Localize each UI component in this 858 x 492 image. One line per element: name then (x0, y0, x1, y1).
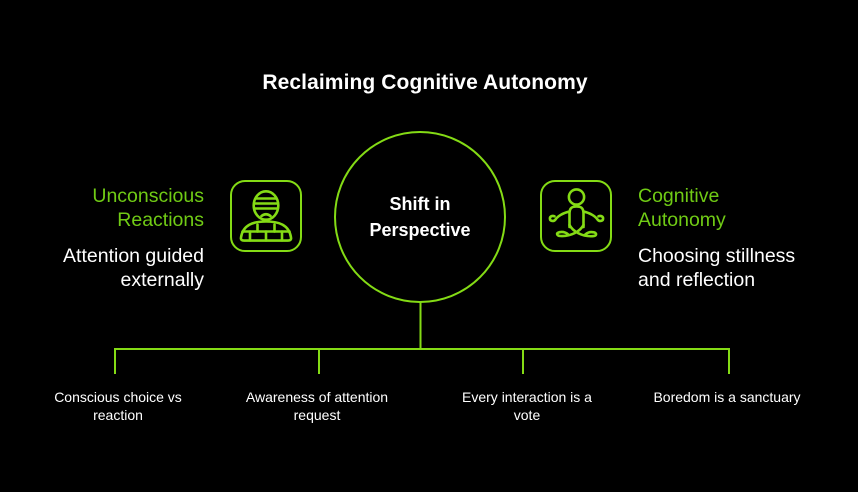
right-node-description: Choosing stillness and reflection (638, 245, 796, 291)
page-title: Reclaiming Cognitive Autonomy (262, 71, 588, 94)
branch-label-4: Boredom is a sanctuary (653, 389, 801, 405)
left-node-description: Attention guided externally (63, 245, 204, 291)
bandaged-unconscious-person-icon (239, 190, 293, 242)
right-node-heading: Cognitive Autonomy (638, 185, 726, 231)
branch-label-2: Awareness of attention request (245, 389, 389, 423)
meditating-person-icon (548, 188, 605, 238)
branch-label-1: Conscious choice vs reaction (54, 389, 182, 423)
center-node-circle: Shift in Perspective (334, 131, 506, 303)
left-node-icon-box (230, 180, 302, 252)
center-node-label: Shift in Perspective (369, 194, 471, 240)
branch-label-3: Every interaction is a vote (462, 389, 592, 423)
right-node-icon-box (540, 180, 612, 252)
left-node-heading: Unconscious Reactions (92, 185, 204, 231)
branch-bracket-line (114, 348, 730, 374)
